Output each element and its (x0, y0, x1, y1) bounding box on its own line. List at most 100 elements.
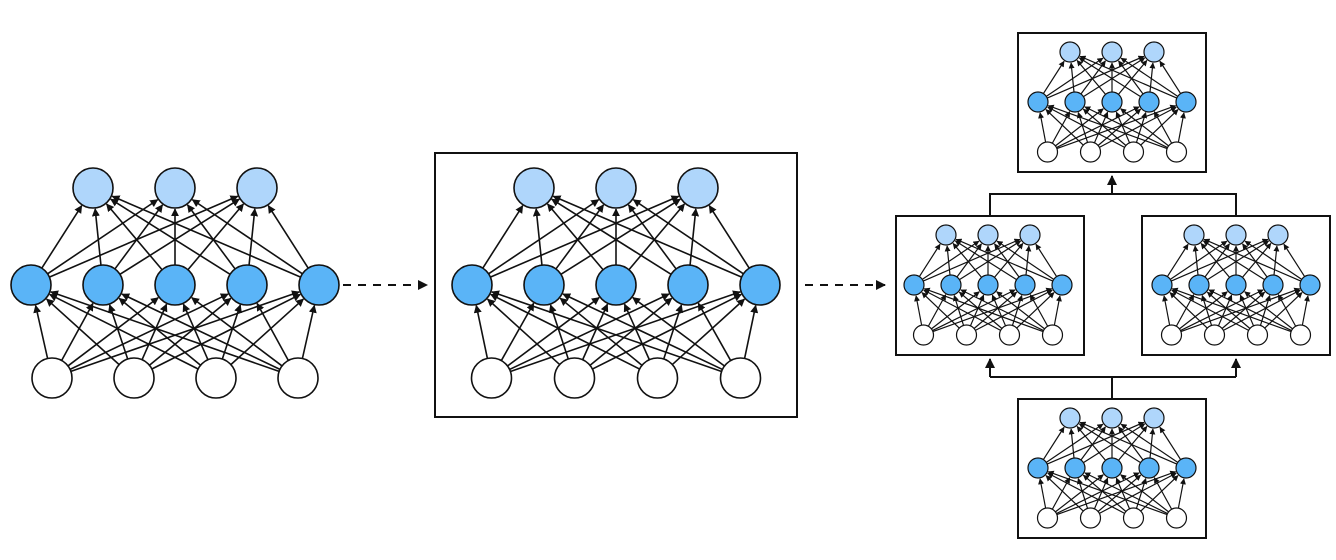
edge-input-hidden (1140, 109, 1179, 146)
input-node (553, 357, 596, 399)
output-node (1059, 407, 1081, 429)
edge-input-hidden (1120, 474, 1169, 513)
edge-hidden-output (959, 240, 1022, 281)
edge-hidden-output (1083, 57, 1146, 98)
network-block-right (1151, 224, 1321, 346)
edge-input-hidden (1135, 477, 1148, 509)
hidden-node (82, 264, 124, 306)
hidden-node (1138, 91, 1160, 113)
edge-input-hidden (301, 304, 317, 359)
edge-hidden-output (1068, 62, 1075, 93)
edge-hidden-output (1117, 59, 1148, 95)
edge-hidden-output (1042, 60, 1065, 94)
edge-input-hidden (960, 289, 1044, 332)
input-node (1246, 324, 1269, 346)
hidden-node (1138, 457, 1160, 479)
edge-hidden-output (1166, 243, 1189, 277)
edge-input-hidden (697, 302, 732, 361)
input-node (1079, 507, 1102, 529)
edge-input-hidden (973, 291, 1018, 329)
edge-hidden-output (1120, 57, 1179, 97)
edge-hidden-output (1204, 243, 1230, 278)
edge-input-hidden (1029, 294, 1049, 327)
edge-input-hidden (1135, 111, 1148, 143)
edge-input-hidden (632, 296, 725, 367)
edge-hidden-output (1083, 423, 1146, 464)
edge-hidden-output (1242, 243, 1268, 278)
input-node (1165, 507, 1188, 529)
edge-hidden-output (1120, 423, 1179, 463)
edge-hidden-output (1078, 423, 1141, 464)
hidden-node (667, 264, 709, 306)
input-node (636, 357, 679, 399)
output-node (595, 167, 637, 209)
hidden-node (1299, 274, 1321, 296)
edge-input-hidden (1099, 472, 1177, 514)
input-node (912, 324, 935, 346)
input-node (1036, 141, 1059, 163)
edge-hidden-output (994, 243, 1020, 278)
edge-hidden-output (627, 204, 677, 270)
edge-hidden-output (1042, 426, 1065, 460)
edge-hidden-output (1241, 242, 1272, 278)
input-node (719, 357, 762, 399)
edge-hidden-output (1079, 421, 1178, 465)
edge-hidden-output (1202, 240, 1265, 281)
connector-up-split (989, 193, 1237, 216)
edge-hidden-output (1068, 428, 1075, 459)
edge-input-hidden (1055, 108, 1104, 147)
hidden-node (1051, 274, 1073, 296)
hidden-node (298, 264, 340, 306)
edge-input-hidden (991, 294, 1007, 327)
edge-hidden-output (1203, 238, 1302, 282)
edge-input-hidden (473, 304, 489, 359)
edge-input-hidden (931, 291, 980, 330)
edge-hidden-output (1045, 423, 1104, 463)
edge-input-hidden (589, 297, 673, 366)
network-single (10, 167, 340, 399)
edge-input-hidden (1047, 472, 1125, 514)
hidden-node (1064, 457, 1086, 479)
edge-input-hidden (1047, 470, 1168, 516)
edge-input-hidden (1084, 472, 1168, 515)
edge-input-hidden (67, 297, 159, 367)
edge-hidden-output (555, 204, 605, 270)
edge-hidden-output (532, 208, 543, 266)
hidden-node (1175, 457, 1197, 479)
edge-hidden-output (1200, 242, 1231, 278)
edge-input-hidden (118, 297, 202, 366)
edge-input-hidden (1169, 292, 1208, 329)
edge-input-hidden (1047, 106, 1125, 148)
edge-input-hidden (1038, 112, 1047, 143)
input-node (1041, 324, 1064, 346)
edge-input-hidden (1082, 474, 1127, 512)
edge-input-hidden (1140, 475, 1179, 512)
input-node (1289, 324, 1312, 346)
hidden-node (1262, 274, 1284, 296)
output-node (1019, 224, 1041, 246)
hidden-node (451, 264, 493, 306)
edge-input-hidden (1082, 108, 1127, 146)
output-node (1225, 224, 1247, 246)
edge-input-hidden (509, 293, 670, 371)
edge-input-hidden (500, 302, 535, 361)
edge-input-hidden (1206, 291, 1251, 329)
edge-input-hidden (1208, 289, 1292, 332)
output-node (154, 167, 196, 209)
edge-hidden-output (488, 199, 600, 275)
input-node (1122, 141, 1145, 163)
edge-input-hidden (1045, 475, 1084, 512)
edge-input-hidden (1120, 108, 1169, 147)
edge-input-hidden (1277, 294, 1297, 327)
hidden-node (1188, 274, 1210, 296)
hidden-node (739, 264, 781, 306)
output-node (977, 224, 999, 246)
edge-input-hidden (1177, 112, 1186, 143)
hidden-node (595, 264, 637, 306)
edge-input-hidden (1259, 294, 1272, 326)
hidden-node (940, 274, 962, 296)
edge-input-hidden (69, 293, 229, 371)
network-middle (451, 167, 781, 399)
edge-input-hidden (958, 291, 1003, 329)
edge-hidden-output (952, 242, 983, 278)
